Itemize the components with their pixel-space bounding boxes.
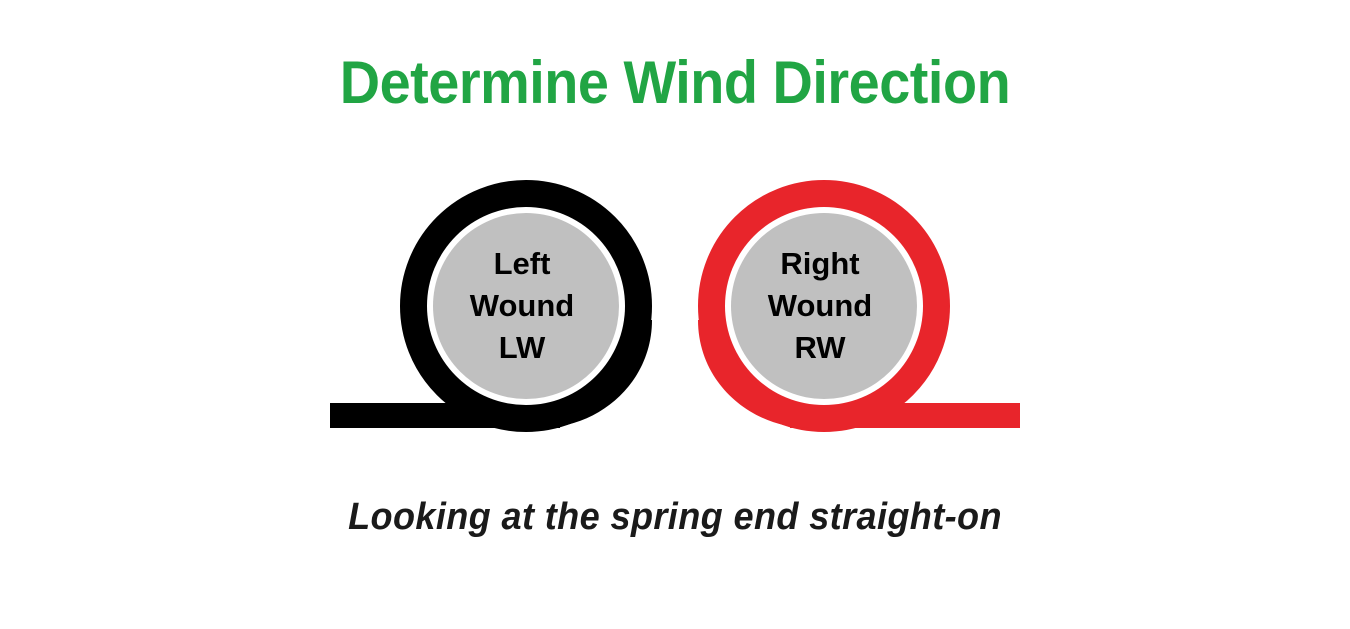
caption-text: Looking at the spring end straight-on xyxy=(348,496,1002,538)
left-spring-core xyxy=(433,213,619,399)
page-title: Determine Wind Direction xyxy=(339,49,1011,116)
left-spring-coil-sweep xyxy=(330,320,652,428)
right-spring-core xyxy=(731,213,917,399)
left-wound-spring xyxy=(330,180,652,432)
right-wound-spring xyxy=(698,180,1020,432)
right-spring-coil-sweep xyxy=(698,320,1020,428)
